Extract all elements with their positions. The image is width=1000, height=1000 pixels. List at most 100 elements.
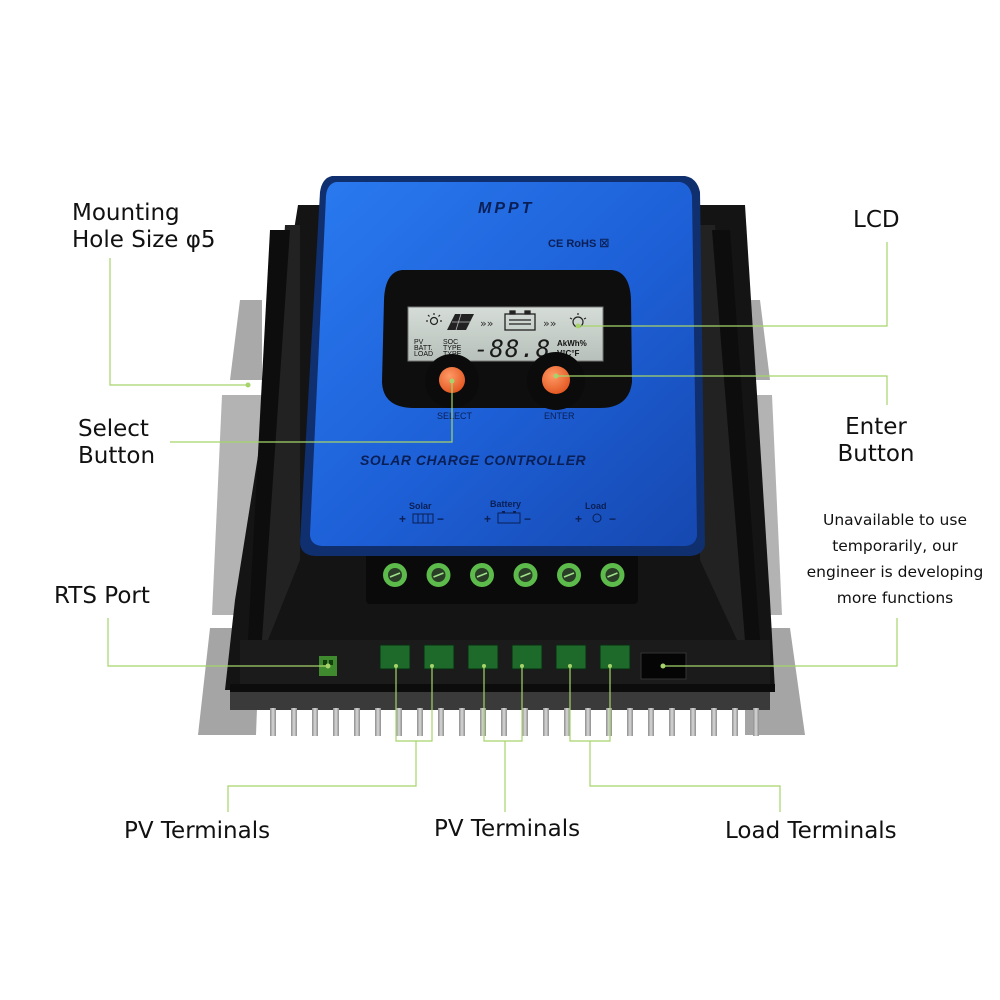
unavailable-note-line3: engineer is developing	[806, 563, 984, 581]
lcd-label-soc: SOC	[443, 339, 458, 346]
heat-sink-fin	[354, 708, 360, 736]
lcd-label: LCD	[853, 207, 900, 233]
pv-terminals-left-label: PV Terminals	[124, 818, 271, 844]
rts-port-label: RTS Port	[54, 583, 150, 609]
battery-icon	[497, 511, 521, 524]
terminal-wire-ports	[379, 644, 631, 670]
heat-sink-fin	[480, 708, 486, 736]
enter-button-label-line2: Button	[837, 441, 915, 467]
terminal-wire-port[interactable]	[599, 644, 631, 670]
heat-sink-fin	[648, 708, 654, 736]
heat-sink-fins	[230, 690, 770, 710]
mounting-hole-label-line2: Hole Size φ5	[72, 227, 216, 253]
screw-slot	[389, 572, 401, 578]
heat-sink-fin	[375, 708, 381, 736]
enter-button[interactable]	[527, 352, 585, 410]
solar-group-label: Solar	[409, 501, 432, 511]
arrow-icon: »»	[480, 317, 493, 330]
pv-terminals-left-line	[227, 741, 417, 812]
terminal-wire-port[interactable]	[423, 644, 455, 670]
battery-group-label: Battery	[490, 499, 521, 509]
heat-sink-fin	[291, 708, 297, 736]
heat-sink-fin	[417, 708, 423, 736]
heat-sink-fin	[690, 708, 696, 736]
battery-plus: +	[484, 512, 491, 526]
sun-icon	[426, 313, 442, 326]
brand-logo: MPPT	[478, 200, 534, 217]
heat-sink-fin	[543, 708, 549, 736]
bulb-icon	[592, 513, 602, 523]
heat-sink-fin	[396, 708, 402, 736]
lcd-units-top: AkWh%	[557, 339, 587, 348]
heat-sink-fin-row	[270, 708, 759, 736]
heat-sink-fin	[711, 708, 717, 736]
battery-minus: −	[524, 512, 531, 526]
enter-button-callout-label: Enter Button	[836, 414, 916, 468]
screw-slot	[607, 572, 618, 578]
heat-sink-fin	[627, 708, 633, 736]
product-name: SOLAR CHARGE CONTROLLER	[360, 452, 587, 468]
terminal-wire-port[interactable]	[511, 644, 543, 670]
unavailable-note: Unavailable to use temporarily, our engi…	[797, 507, 993, 611]
screw-slot	[563, 572, 575, 578]
rts-port-callout-line	[107, 618, 328, 667]
load-plus: +	[575, 512, 582, 526]
lcd-label-batt: BATT.	[414, 345, 433, 352]
solar-panel-icon	[412, 513, 434, 524]
pv-terminals-center-label: PV Terminals	[434, 816, 581, 842]
screw-slot	[433, 572, 444, 578]
heat-sink-fin	[669, 708, 675, 736]
lcd-callout-line	[578, 242, 888, 327]
callout-lines	[107, 242, 898, 812]
pv-terminals-left-bracket	[395, 666, 433, 742]
arrow-icon: »»	[543, 317, 556, 330]
heat-sink-fin	[270, 708, 276, 736]
heat-sink-fin	[333, 708, 339, 736]
battery-terminals-bracket	[483, 666, 523, 742]
screw-slot	[476, 572, 488, 578]
lcd-screen: »» »» PV BATT. LOAD SOC TYPE TYPE -88.8 …	[407, 306, 604, 363]
heat-sink-fin	[732, 708, 738, 736]
screw-slot	[520, 572, 531, 578]
unavailable-note-line1: Unavailable to use	[823, 511, 967, 529]
heat-sink-fin	[585, 708, 591, 736]
lcd-label-type: TYPE	[443, 345, 462, 352]
heat-sink-fin	[438, 708, 444, 736]
heat-sink-fin	[312, 708, 318, 736]
heat-sink-fin	[501, 708, 507, 736]
select-button-callout-line	[170, 381, 453, 443]
unavailable-note-line4: more functions	[836, 589, 954, 607]
solar-panel-icon	[447, 313, 474, 331]
select-button-label-line2: Button	[78, 443, 156, 469]
lcd-label-load: LOAD	[414, 351, 433, 358]
solar-minus: −	[437, 512, 444, 526]
certification-marks: CE RoHS ☒	[548, 238, 609, 250]
callout-dots	[245, 323, 666, 669]
heat-sink-fin	[564, 708, 570, 736]
lcd-label-pv: PV	[414, 339, 424, 346]
heat-sink-fin	[606, 708, 612, 736]
heat-sink-fin	[522, 708, 528, 736]
terminal-wire-port[interactable]	[379, 644, 411, 670]
select-button-label-line1: Select	[78, 416, 149, 442]
select-button-callout-label: Select Button	[78, 416, 155, 470]
reserved-port-callout-line	[663, 618, 898, 667]
terminal-screws	[383, 563, 625, 587]
solar-plus: +	[399, 512, 406, 526]
unavailable-note-line2: temporarily, our	[832, 537, 958, 555]
load-minus: −	[609, 512, 616, 526]
mounting-hole-callout-line	[109, 258, 248, 386]
mounting-hole-label-line1: Mounting	[72, 200, 180, 226]
load-terminals-label: Load Terminals	[725, 818, 897, 844]
lcd-digits: -88.8	[474, 335, 551, 363]
enter-button-label-line1: Enter	[845, 414, 907, 440]
load-terminals-line	[589, 741, 781, 812]
mounting-hole-label: Mounting Hole Size φ5	[72, 200, 216, 254]
load-group-label: Load	[585, 501, 607, 511]
battery-icon	[504, 310, 536, 331]
select-button-label: SELECT	[437, 411, 473, 421]
enter-button-callout-line	[556, 375, 888, 405]
lcd-units-bottom: V°C°F	[557, 349, 580, 358]
